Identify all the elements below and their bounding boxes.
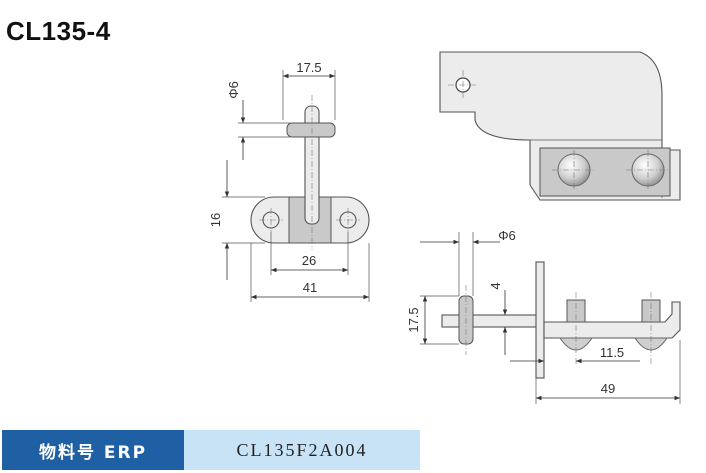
erp-label: 物料号 ERP [2,430,184,470]
side-dimensions: Φ6 4 17.5 11.5 49 [406,228,681,404]
side-upright [535,261,545,379]
dim-front-total: 41 [303,280,317,295]
front-dimensions: 17.5 Φ6 16 26 41 [208,60,370,302]
side-plate [441,314,543,328]
side-view [441,261,681,379]
front-view [250,95,370,250]
dim-side-height: 17.5 [406,307,421,332]
erp-table: 物料号 ERP CL135F2A004 [2,430,420,470]
dim-front-spacing: 26 [302,253,316,268]
dim-side-spacing: 11.5 [600,345,624,360]
dim-front-top: 17.5 [296,60,321,75]
dim-side-diameter: Φ6 [498,228,516,243]
front-pin [286,122,336,138]
dim-front-diameter: Φ6 [226,81,241,99]
dim-front-height: 16 [208,213,223,227]
erp-value: CL135F2A004 [184,430,420,470]
iso-view [439,51,681,201]
dim-side-width: 49 [601,381,615,396]
dim-side-offset: 4 [488,282,503,289]
product-title: CL135-4 [6,16,111,46]
